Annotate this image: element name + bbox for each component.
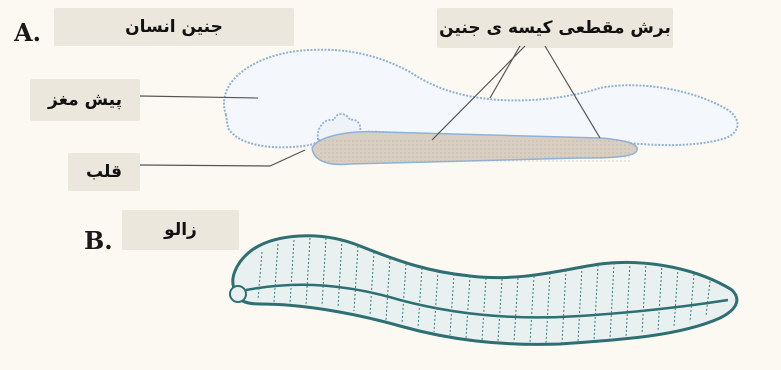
leader-section-mid [490, 46, 520, 98]
yolk-sac-texture [318, 138, 632, 162]
embryo-outline [224, 50, 738, 148]
leech-head [230, 286, 246, 302]
leader-heart [140, 150, 305, 166]
